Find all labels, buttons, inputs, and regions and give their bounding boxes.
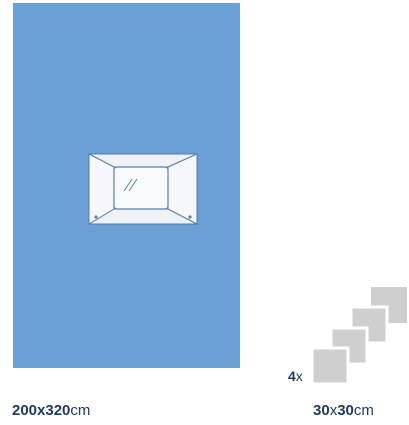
drape-unit: cm bbox=[70, 402, 91, 419]
swab-dimension-separator: x bbox=[329, 402, 338, 419]
drape-height: 320 bbox=[45, 402, 71, 419]
swab-height: 30 bbox=[337, 402, 354, 419]
drape-dimension-label: 200x320cm bbox=[12, 402, 90, 420]
gauze-swabs-stack-icon bbox=[308, 287, 409, 387]
swab-quantity-suffix: x bbox=[295, 368, 303, 384]
swab-width: 30 bbox=[313, 402, 330, 419]
drape-width: 200 bbox=[12, 402, 38, 419]
surgical-drape bbox=[13, 3, 240, 368]
swab-quantity-label: 4x bbox=[288, 368, 303, 384]
swab-unit: cm bbox=[353, 402, 374, 419]
drape-dimension-separator: x bbox=[37, 402, 46, 419]
swab-quantity-number: 4 bbox=[288, 368, 296, 384]
adhesive-window-icon bbox=[88, 153, 198, 225]
swab-dimension-label: 30x30cm bbox=[313, 402, 374, 420]
